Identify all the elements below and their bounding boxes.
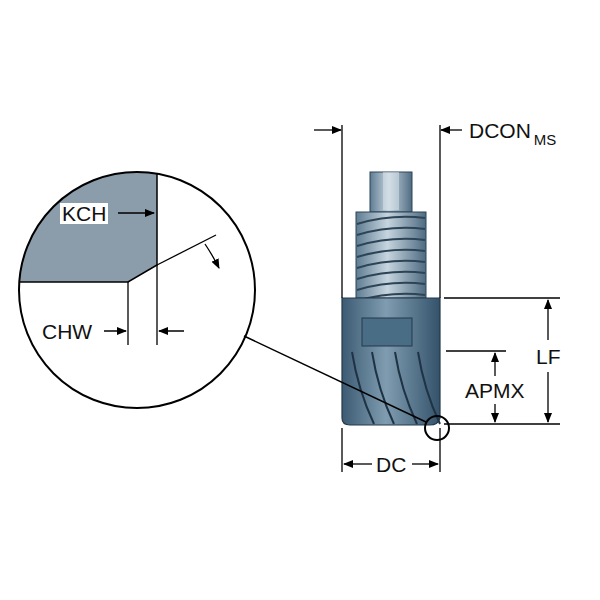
thread-stroke [357,217,425,224]
thread-stroke [357,283,425,290]
flute-edge [418,352,440,424]
flute-edge [372,352,394,424]
thread-stroke [357,272,425,279]
dimension-label: KCH [60,203,108,224]
dimension-subscript: MS [532,132,559,147]
dimension-label: DCON [467,120,533,141]
dimension-label: DC [374,454,408,475]
dimension-label: APMX [463,380,527,401]
dimension-label: CHW [40,321,94,342]
thread-stroke [357,250,425,257]
thread-stroke [357,228,425,235]
dimension-label: LF [534,346,563,367]
thread-stroke [357,261,425,268]
thread-stroke [357,239,425,246]
